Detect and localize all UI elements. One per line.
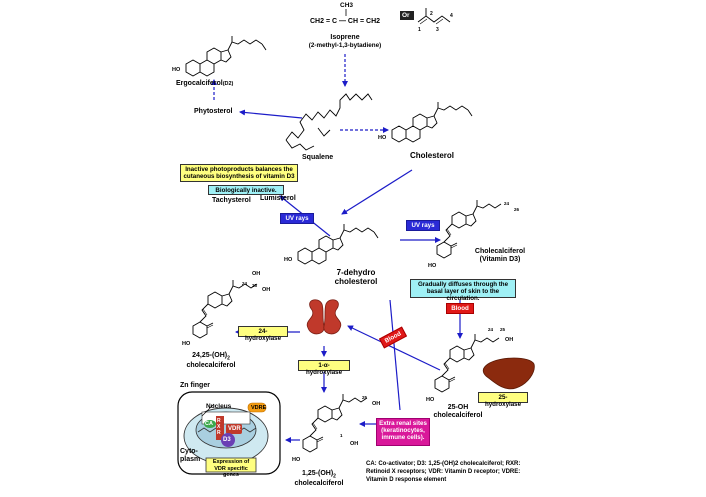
cytoplasm-label: Cyto-plasm (180, 448, 201, 463)
ergo-ho: HO (172, 67, 181, 73)
lumisterol-label: Lumisterol (260, 195, 296, 202)
isoprene-atom-3: 3 (436, 27, 439, 33)
oh25-num-24: 24 (488, 327, 494, 332)
pathway-arrows (211, 54, 463, 443)
tachysterol-label: Tachysterol (212, 197, 251, 204)
or-label: Or (402, 12, 410, 19)
ergocalciferol-structure (185, 35, 267, 77)
oh25-ho: HO (426, 397, 435, 403)
zn-finger-label: Zn finger (180, 382, 210, 389)
oh2425-oh-bottom: OH (262, 287, 271, 293)
oh125-ho: HO (292, 457, 301, 463)
oh25-oh: OH (505, 337, 514, 343)
oh125-oh-25: OH (372, 401, 381, 407)
cell-diagram (177, 391, 281, 475)
ergocalciferol-label: Ergocalciferol(D2) (176, 80, 234, 87)
or-badge-bg (400, 11, 414, 20)
squalene-structure (285, 93, 373, 151)
oh125-num-25: 25 (362, 395, 368, 400)
isoprene-atom-2: 2 (430, 11, 433, 17)
blood-badge-right: Blood (446, 303, 474, 314)
uv-rays-left-badge: UV rays (280, 213, 314, 224)
squalene-label: Squalene (302, 154, 334, 161)
biologically-inactive-note: Biologically inactive. (208, 185, 284, 195)
oh2425-ho: HO (182, 341, 191, 347)
oh2425-num-25: 25 (252, 283, 258, 288)
dehydrocholesterol-structure (297, 223, 379, 265)
cholecalciferol-label: Cholecalciferol(Vitamin D3) (474, 248, 526, 263)
liver-icon (482, 357, 535, 390)
inactive-photoproducts-note: Inactive photoproducts balances the cuta… (180, 164, 298, 182)
isoprene-atom-4: 4 (450, 13, 453, 19)
isoprene-formula: CH2 = C — CH = CH2 (310, 18, 381, 25)
chole-ho: HO (428, 263, 437, 269)
chole-num-24: 24 (504, 201, 510, 206)
hydroxylase-1a-box: 1-α-hydroxylase (298, 360, 350, 376)
vdre-label: VDRE (251, 405, 267, 411)
oh25-num-25: 25 (500, 327, 506, 332)
oh2425-num-24: 24 (242, 281, 248, 286)
extra-renal-box: Extra renal sites (keratinocytes, immune… (376, 418, 430, 446)
isoprene-structure (345, 8, 451, 25)
uv-rays-right-badge: UV rays (406, 220, 440, 231)
dehydro-ho: HO (284, 257, 293, 263)
oh125-oh-1: OH (350, 441, 359, 447)
isoprene-name: Isoprene (330, 34, 360, 41)
isoprene-methyl-label: CH3 (340, 2, 354, 9)
oh2425-oh-top: OH (252, 271, 261, 277)
phytosterol-label: Phytosterol (194, 108, 233, 115)
cholesterol-label: Cholesterol (410, 151, 455, 160)
vdr-label: VDR (228, 426, 241, 432)
kidney-icon (306, 299, 342, 335)
hydroxylase-24-box: 24-hydroxylase (238, 326, 288, 342)
oh125-num-1: 1 (340, 433, 343, 438)
isoprene-iupac: (2-methyl-1,3-bytadiene) (308, 42, 382, 49)
isoprene-atom-1: 1 (418, 27, 421, 33)
nucleus-label: Nucleus (206, 403, 232, 410)
abbreviation-legend: CA: Co-activator; D3: 1,25-(OH)2 choleca… (366, 461, 521, 483)
chole-num-26: 26 (514, 207, 520, 212)
chol-ho: HO (378, 135, 387, 141)
d3-label: D3 (223, 437, 231, 443)
cholesterol-structure (391, 101, 473, 143)
ca-label: CA (205, 421, 213, 427)
diffuses-note: Gradually diffuses through the basal lay… (410, 279, 516, 302)
expression-label: Expression of VDR specific genes (212, 459, 250, 478)
hydroxylase-25-box: 25-hydroxylase (478, 392, 528, 408)
